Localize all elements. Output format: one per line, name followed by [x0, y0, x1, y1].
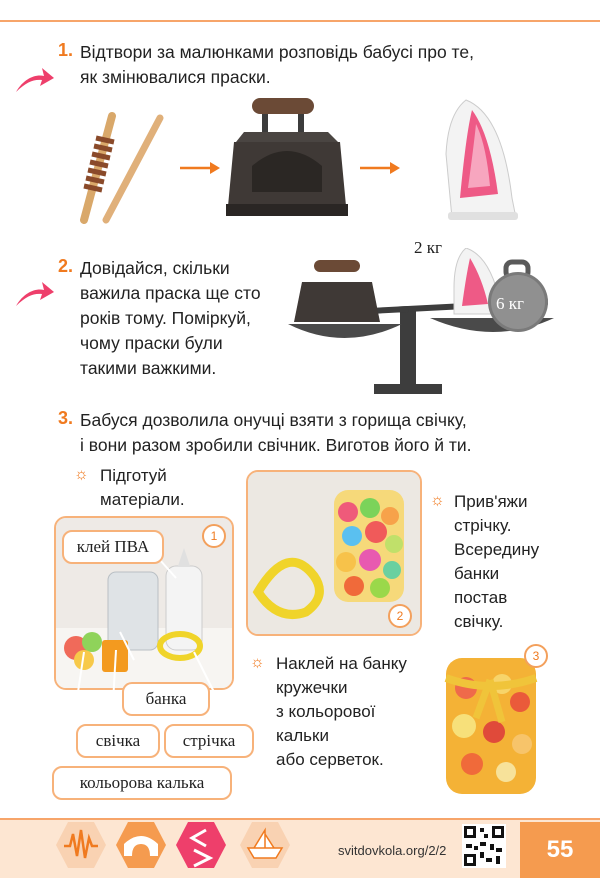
label-jar: банка: [122, 682, 210, 716]
sun-bullet-icon: ☼: [250, 654, 265, 671]
electric-iron-image: [432, 94, 522, 229]
wooden-iron-image: [72, 108, 172, 233]
label-colored-paper: кольорова калька: [52, 766, 232, 800]
task3-text: Бабуся дозволила онучці взяти з горища с…: [80, 410, 472, 455]
candle-holder-photo: [436, 648, 544, 798]
weight-label-2kg: 2 кг: [414, 238, 442, 257]
step3-text: Наклей на банку кружечки з кольорової ка…: [276, 654, 407, 769]
label-pointer-lines: [65, 559, 229, 773]
sun-bullet-icon: ☼: [430, 492, 445, 509]
weight-label-6kg: 6 кг: [496, 294, 524, 313]
page-number: 55: [520, 822, 600, 878]
arrow-right-icon: [180, 160, 220, 181]
photo-number-3: 3: [524, 644, 548, 668]
cast-iron-image: [222, 96, 352, 231]
photo-number-1: 1: [202, 524, 226, 548]
qr-code[interactable]: [462, 824, 506, 873]
step2-text: Прив'яжи стрічку. Всередину банки постав…: [454, 492, 540, 631]
top-rule: [0, 20, 600, 22]
bridge-icon: [116, 820, 166, 875]
sun-bullet-icon: ☼: [74, 466, 89, 483]
website-link[interactable]: svitdovkola.org/2/2: [338, 843, 447, 858]
pink-arrow-icon: [14, 64, 56, 94]
scale-image: [284, 247, 574, 403]
label-ribbon: стрічка: [164, 724, 254, 758]
task1-number: 1.: [58, 40, 74, 60]
photo-number-2: 2: [388, 604, 412, 628]
task1-text: Відтвори за малюнками розповідь бабусі п…: [80, 42, 474, 87]
label-candle: свічка: [76, 724, 160, 758]
task2-number: 2.: [58, 256, 74, 276]
less-greater-icon: [176, 820, 226, 875]
sound-wave-icon: [56, 820, 106, 875]
footer-rule: [0, 818, 600, 820]
task2-text: Довідайся, скільки важила праска ще сто …: [80, 258, 261, 378]
paper-boat-icon: [240, 820, 290, 875]
pink-arrow-icon: [14, 278, 56, 308]
label-glue: клей ПВА: [62, 530, 164, 564]
step1-text: Підготуй матеріали.: [100, 466, 185, 509]
task3-number: 3.: [58, 408, 74, 428]
arrow-right-icon: [360, 160, 400, 181]
